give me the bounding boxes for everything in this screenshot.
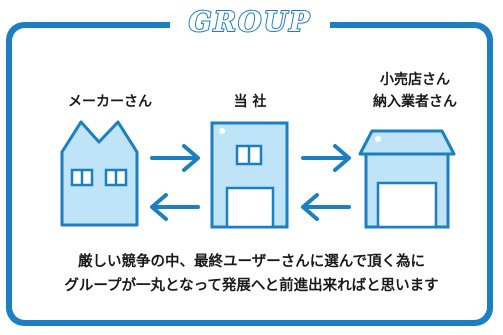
- arrow-retailer-to-company-icon: [301, 193, 351, 221]
- company-building-icon: [210, 121, 289, 229]
- arrow-maker-to-company-icon: [150, 144, 200, 172]
- maker-label: メーカーさん: [68, 94, 152, 110]
- arrow-company-to-retailer-icon: [301, 144, 351, 172]
- company-label: 当 社: [233, 94, 267, 110]
- retailer-label-line1: 小売店さん: [380, 72, 450, 88]
- retailer-label-line2: 納入業者さん: [373, 94, 457, 110]
- title-banner: GROUP: [170, 6, 330, 40]
- retailer-building-icon: [358, 129, 456, 229]
- message-line-1: 厳しい競争の中、最終ユーザーさんに選んで頂く為に: [78, 254, 425, 270]
- message-line-2: グループが一丸となって発展へと前進出来ればと思います: [64, 278, 439, 294]
- diagram-title: GROUP: [188, 6, 312, 39]
- arrow-company-to-maker-icon: [150, 193, 200, 221]
- maker-building-icon: [60, 120, 139, 227]
